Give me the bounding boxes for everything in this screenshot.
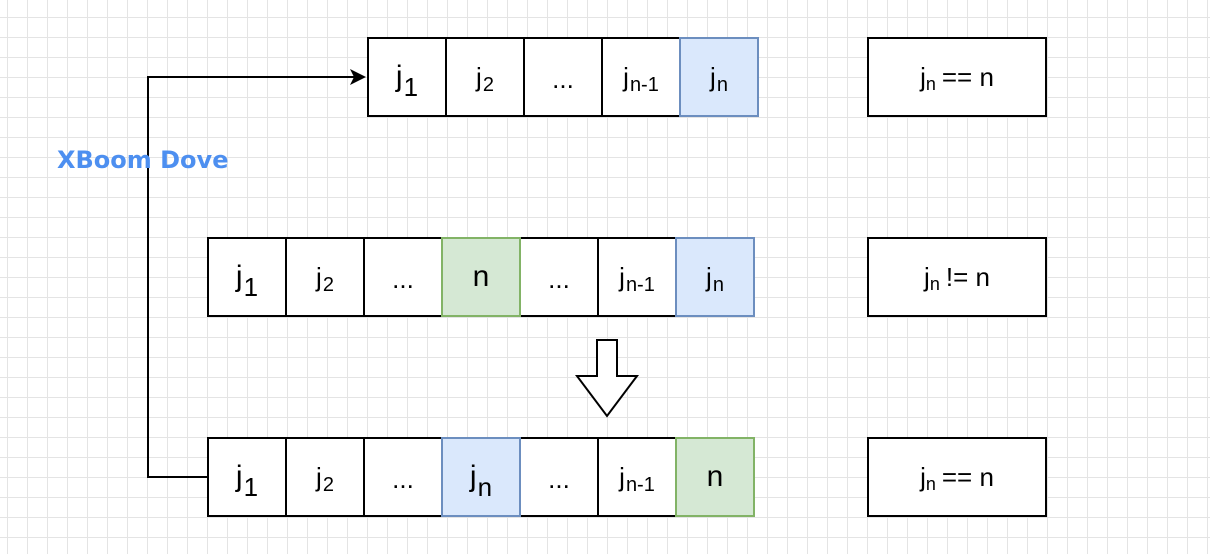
- cell-sub: n: [716, 74, 728, 96]
- cell-base: j: [316, 462, 322, 492]
- cond-sub: n: [925, 473, 936, 494]
- cell-sub: n-1: [625, 274, 655, 296]
- cell-sub: n: [477, 472, 493, 502]
- cell-sub: 2: [482, 74, 494, 96]
- cell-sub: 1: [243, 472, 259, 502]
- cell-base: j: [235, 260, 243, 293]
- cond-base: j: [924, 261, 930, 292]
- cell-base: j: [619, 262, 625, 292]
- cond-rest: == n: [941, 61, 994, 92]
- cond-sub: n: [925, 73, 936, 94]
- cell-sub: 2: [322, 274, 334, 296]
- cell-ellipsis: ...: [363, 237, 443, 317]
- cell-base: j: [316, 262, 322, 292]
- cell-base: ...: [392, 264, 414, 294]
- watermark-label: XBoom Dove: [57, 146, 229, 174]
- cell-n-highlight: n: [675, 437, 755, 517]
- loop-back-arrowhead: [350, 69, 366, 85]
- cell-ellipsis: ...: [519, 437, 599, 517]
- cell-n-highlight: n: [441, 237, 521, 317]
- cell-sub: n-1: [629, 74, 659, 96]
- cond-sub: n: [929, 273, 940, 294]
- cell-sub: n-1: [625, 474, 655, 496]
- cell-sub: 1: [403, 72, 419, 102]
- cell-base: j: [235, 460, 243, 493]
- cell-base: j: [476, 62, 482, 92]
- cell-base: j: [469, 460, 477, 493]
- cell-base: ...: [552, 64, 574, 94]
- cell-base: j: [619, 462, 625, 492]
- cell-base: n: [472, 260, 490, 293]
- cell-ellipsis: ...: [519, 237, 599, 317]
- cond-rest: != n: [945, 261, 990, 292]
- cell-base: ...: [548, 264, 570, 294]
- cell-base: n: [706, 460, 724, 493]
- cond-base: j: [920, 61, 926, 92]
- transform-down-arrow: [575, 339, 639, 418]
- cell-base: j: [706, 262, 712, 292]
- cell-ellipsis: ...: [523, 37, 603, 117]
- cell-base: j: [710, 62, 716, 92]
- cond-rest: == n: [941, 461, 994, 492]
- cell-base: ...: [548, 464, 570, 494]
- cell-base: ...: [392, 464, 414, 494]
- cond-base: j: [920, 461, 926, 492]
- loop-back-connector: [147, 76, 356, 478]
- cell-sub: 1: [243, 272, 259, 302]
- cell-base: j: [623, 62, 629, 92]
- cell-sub: 2: [322, 474, 334, 496]
- cell-ellipsis: ...: [363, 437, 443, 517]
- cell-base: j: [395, 60, 403, 93]
- cell-sub: n: [712, 274, 724, 296]
